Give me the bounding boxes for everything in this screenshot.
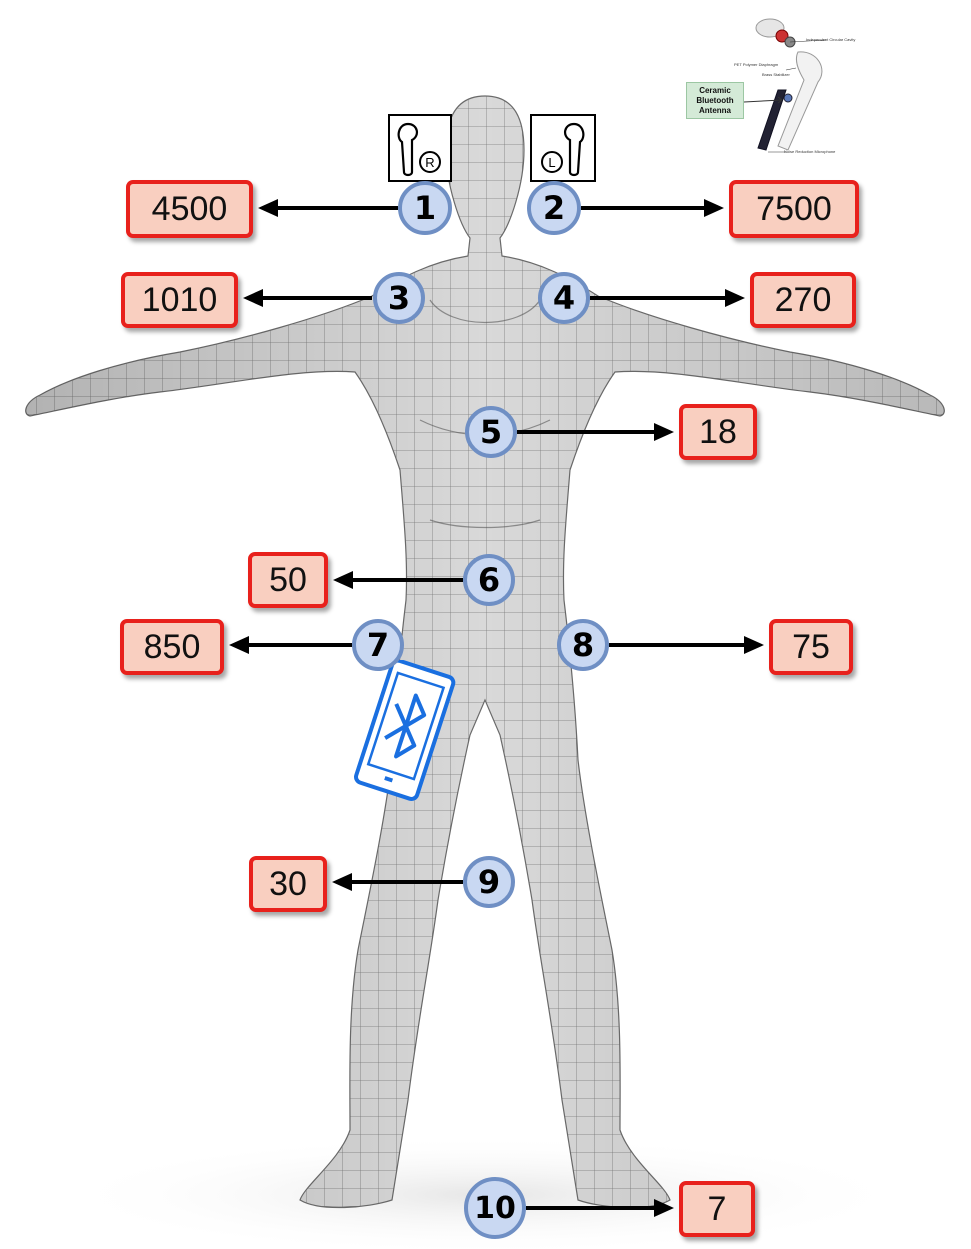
inset-label: Noise Reduction Microphone [784,149,835,154]
inset-label: Brass Stabilizer [762,72,790,77]
point-marker-10: 10 [464,1177,526,1239]
value-box-6: 50 [248,552,328,608]
arrowhead-9 [332,873,352,891]
inset-label: Independent Circular Cavity [806,37,855,42]
antenna-line: Ceramic [687,86,743,96]
value-box-9: 30 [249,856,327,912]
earbud-outline-icon: L [532,116,594,180]
arrowhead-5 [654,423,674,441]
point-marker-2: 2 [527,181,581,235]
antenna-line: Antenna [687,106,743,116]
point-marker-9: 9 [463,856,515,908]
value-box-2: 7500 [729,180,859,238]
left-earbud-icon: L [530,114,596,182]
right-earbud-icon: R [388,114,452,182]
inset-label: PET Polymer Diaphragm [734,62,778,67]
arrowhead-3 [243,289,263,307]
value-box-1: 4500 [126,180,253,238]
arrowhead-7 [229,636,249,654]
point-marker-6: 6 [463,554,515,606]
arrowhead-2 [704,199,724,217]
value-box-5: 18 [679,404,757,460]
value-box-3: 1010 [121,272,238,328]
value-box-8: 75 [769,619,853,675]
left-letter: L [548,155,555,170]
point-marker-5: 5 [465,406,517,458]
earbud-outline-icon: R [390,116,450,180]
point-marker-3: 3 [373,272,425,324]
arrowhead-8 [744,636,764,654]
value-box-7: 850 [120,619,224,675]
point-marker-8: 8 [557,619,609,671]
right-letter: R [425,155,434,170]
arrowhead-6 [333,571,353,589]
arrowhead-4 [725,289,745,307]
point-marker-7: 7 [352,619,404,671]
value-box-4: 270 [750,272,856,328]
ceramic-antenna-label: Ceramic Bluetooth Antenna [686,82,744,119]
point-marker-1: 1 [398,181,452,235]
point-marker-4: 4 [538,272,590,324]
antenna-line: Bluetooth [687,96,743,106]
value-box-10: 7 [679,1181,755,1237]
arrowhead-1 [258,199,278,217]
bluetooth-phone-icon [350,660,460,805]
